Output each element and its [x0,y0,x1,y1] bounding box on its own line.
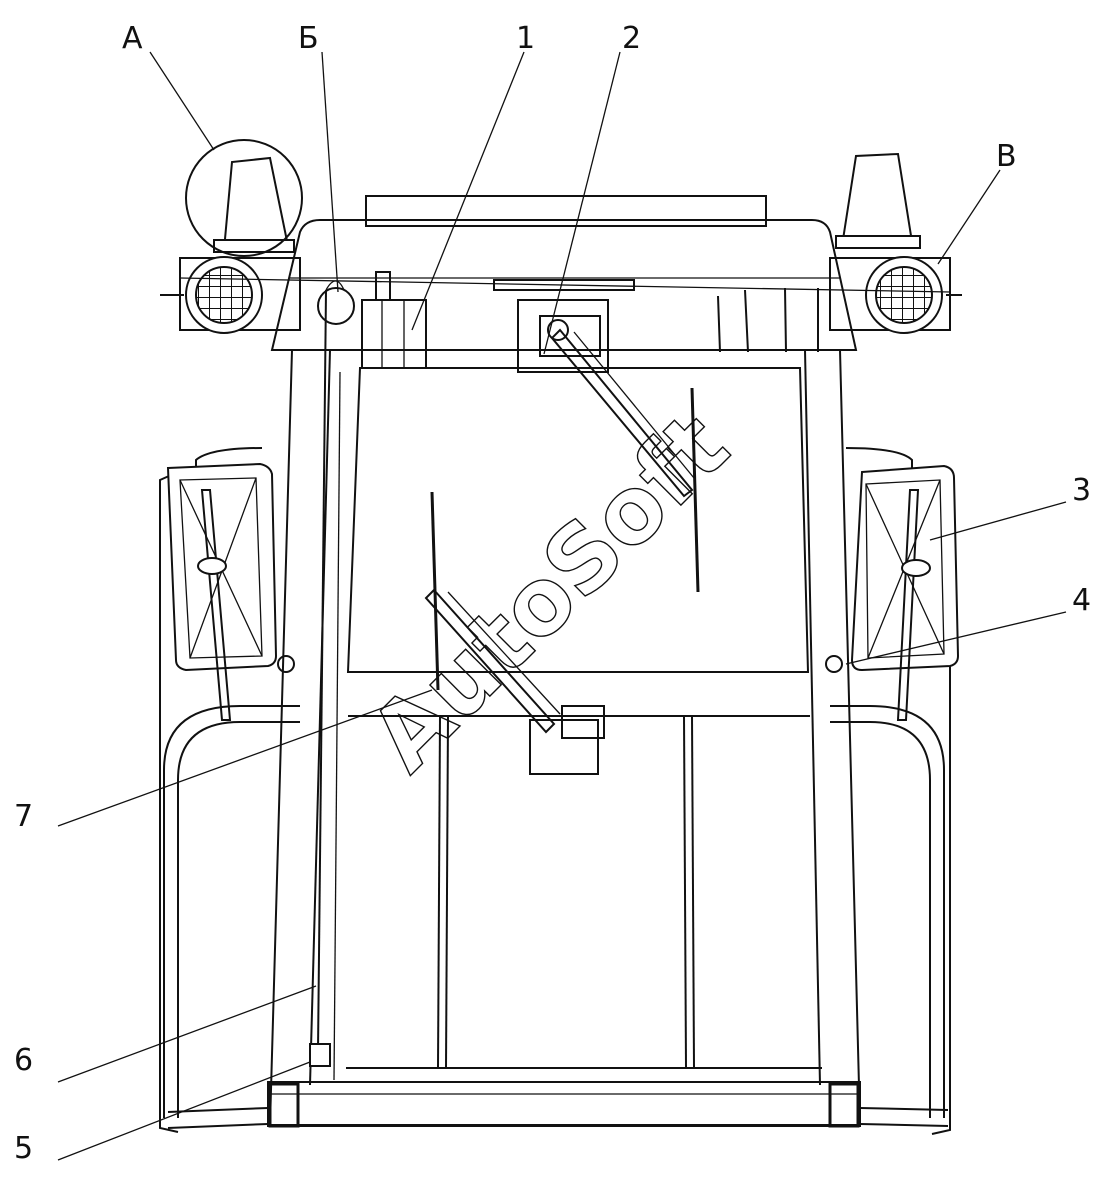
label-2: 2 [622,21,641,56]
left-mirror [166,462,278,721]
left-work-light [160,256,301,334]
cab-roof [270,195,858,351]
right-roof-panel [717,287,819,353]
upper-wiper-motor [493,279,635,373]
label-7: 7 [14,799,33,834]
washer-hose [277,280,843,1067]
upper-wiper [550,328,700,593]
leader-lines [57,51,1067,1161]
label-6: 6 [14,1043,33,1078]
label-4: 4 [1072,583,1091,618]
bottom-sill [167,1081,949,1129]
left-beacon [213,156,295,253]
right-mirror [850,464,960,721]
label-3: 3 [1072,473,1091,508]
label-5: 5 [14,1131,33,1166]
label-1: 1 [516,21,535,56]
label-v: В [996,139,1017,174]
label-b: Б [298,21,319,56]
lower-wiper [424,491,605,775]
detail-circle-a [185,139,303,257]
label-a: А [122,21,143,56]
cab-body [268,349,862,1126]
right-beacon [835,152,921,249]
washer-reservoir [361,271,427,369]
right-work-light [829,256,962,334]
watermark: AutoSoft [350,392,749,791]
